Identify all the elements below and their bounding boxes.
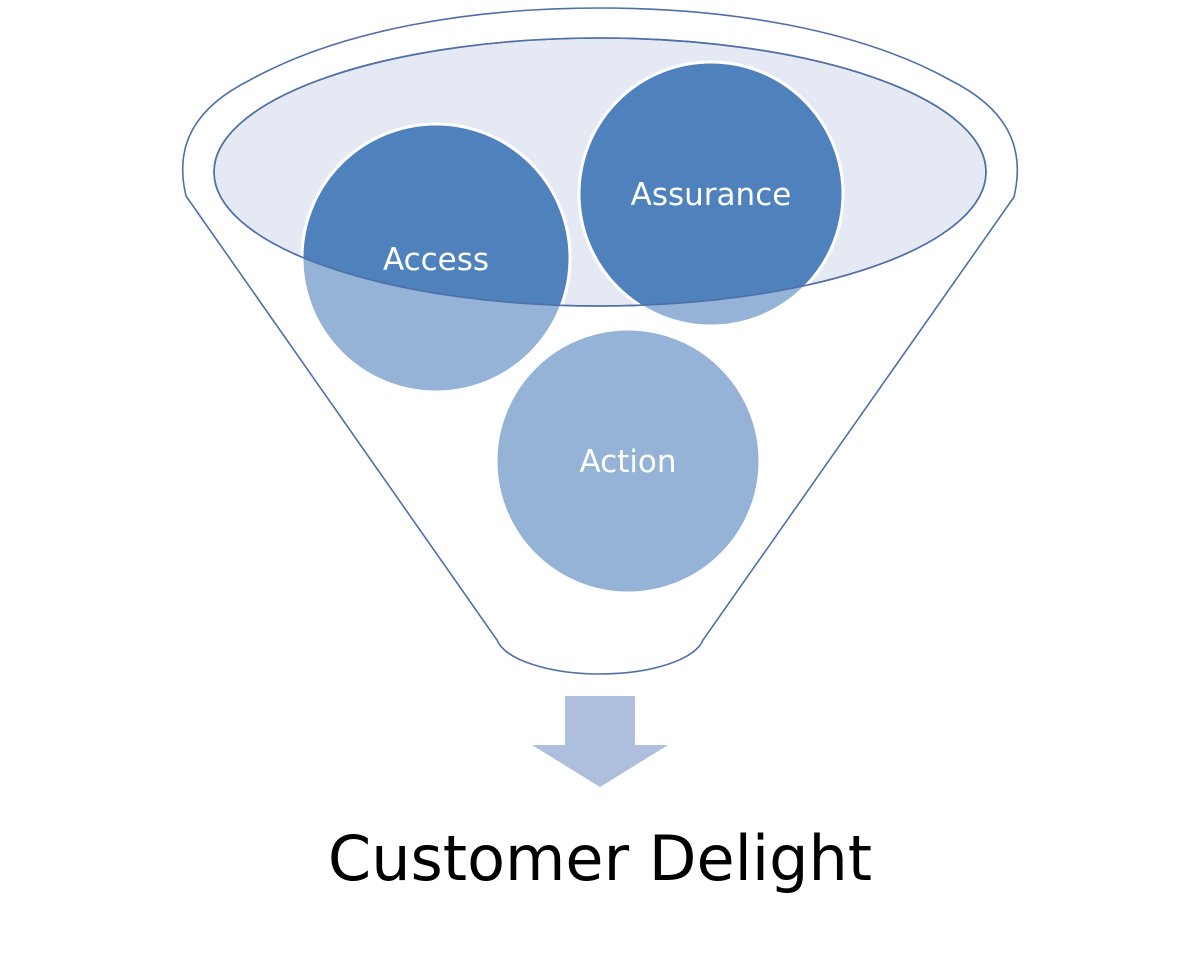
circle-assurance-inside <box>577 60 845 306</box>
label-access: Access <box>383 242 489 278</box>
circle-action <box>494 327 762 595</box>
label-action: Action <box>579 444 676 480</box>
output-label: Customer Delight <box>328 822 872 895</box>
funnel-top-rim <box>213 37 987 307</box>
down-arrow-icon <box>532 696 668 787</box>
label-assurance: Assurance <box>631 177 792 213</box>
